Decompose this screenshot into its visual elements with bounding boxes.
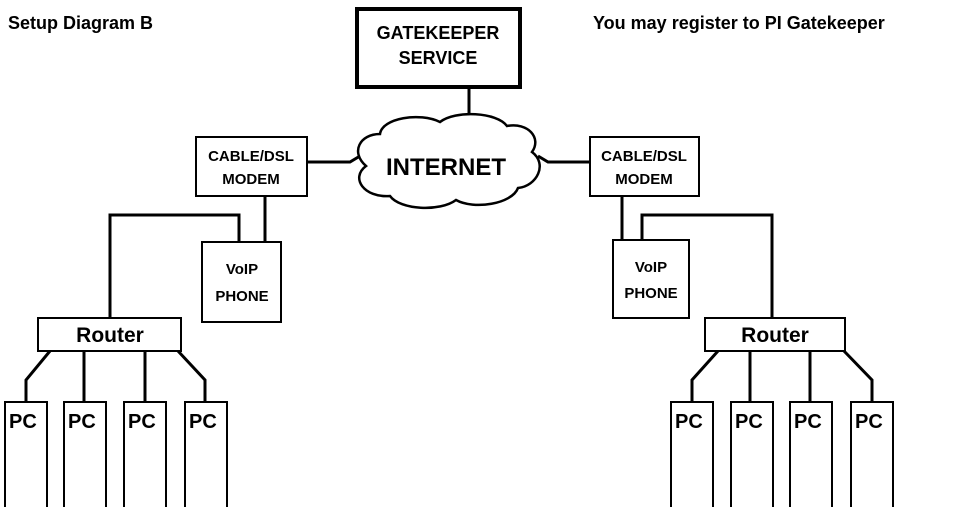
right-pc-1: PC xyxy=(670,401,714,507)
right-phone-router-link xyxy=(640,213,774,318)
left-pc-2-label: PC xyxy=(68,411,96,433)
right-voip-phone-box: VoIP PHONE xyxy=(612,239,690,319)
left-pc4-link xyxy=(176,349,207,402)
left-pc-1: PC xyxy=(4,401,48,507)
registration-note: You may register to PI Gatekeeper xyxy=(593,13,885,33)
right-modem-label-line2: MODEM xyxy=(615,171,673,188)
left-router-label: Router xyxy=(76,324,144,347)
left-modem-internet-link xyxy=(307,154,361,164)
left-pc-3-label: PC xyxy=(128,411,156,433)
left-pc-1-label: PC xyxy=(9,411,37,433)
gatekeeper-service-box: GATEKEEPER SERVICE xyxy=(355,7,522,89)
right-pc-4-label: PC xyxy=(855,411,883,433)
left-pc-group: PC PC PC PC xyxy=(4,401,228,507)
right-pc-1-label: PC xyxy=(675,411,703,433)
left-modem-label-line2: MODEM xyxy=(222,171,280,188)
right-phone-label-line1: VoIP xyxy=(635,259,667,276)
left-router-box: Router xyxy=(37,317,182,352)
left-pc-2: PC xyxy=(63,401,107,507)
left-pc-4: PC xyxy=(184,401,228,507)
right-pc-3: PC xyxy=(789,401,833,507)
right-pc-2-label: PC xyxy=(735,411,763,433)
right-modem-label-line1: CABLE/DSL xyxy=(601,148,687,165)
left-pc-4-label: PC xyxy=(189,411,217,433)
left-voip-phone-box: VoIP PHONE xyxy=(201,241,282,323)
gatekeeper-label-line1: GATEKEEPER xyxy=(377,23,500,43)
left-phone-label-line1: VoIP xyxy=(226,261,258,278)
diagram-title: Setup Diagram B xyxy=(8,13,153,33)
left-modem-box: CABLE/DSL MODEM xyxy=(195,136,308,197)
right-modem-box: CABLE/DSL MODEM xyxy=(589,136,700,197)
right-pc-3-label: PC xyxy=(794,411,822,433)
right-pc1-link xyxy=(690,349,720,402)
right-phone-label-line2: PHONE xyxy=(624,285,677,302)
left-pc1-link xyxy=(24,350,52,402)
right-modem-internet-link xyxy=(537,154,590,164)
right-router-label: Router xyxy=(741,324,809,347)
right-pc-2: PC xyxy=(730,401,774,507)
right-pc-group: PC PC PC PC xyxy=(670,401,894,507)
gatekeeper-label-line2: SERVICE xyxy=(399,48,478,68)
right-router-box: Router xyxy=(704,317,846,352)
left-pc-3: PC xyxy=(123,401,167,507)
right-pc4-link xyxy=(842,349,874,402)
connection-lines xyxy=(24,87,874,402)
internet-label: INTERNET xyxy=(386,154,506,181)
left-phone-label-line2: PHONE xyxy=(215,288,268,305)
internet-cloud: INTERNET xyxy=(356,112,541,210)
right-pc-4: PC xyxy=(850,401,894,507)
left-router-phone-link xyxy=(108,213,241,318)
left-modem-label-line1: CABLE/DSL xyxy=(208,148,294,165)
